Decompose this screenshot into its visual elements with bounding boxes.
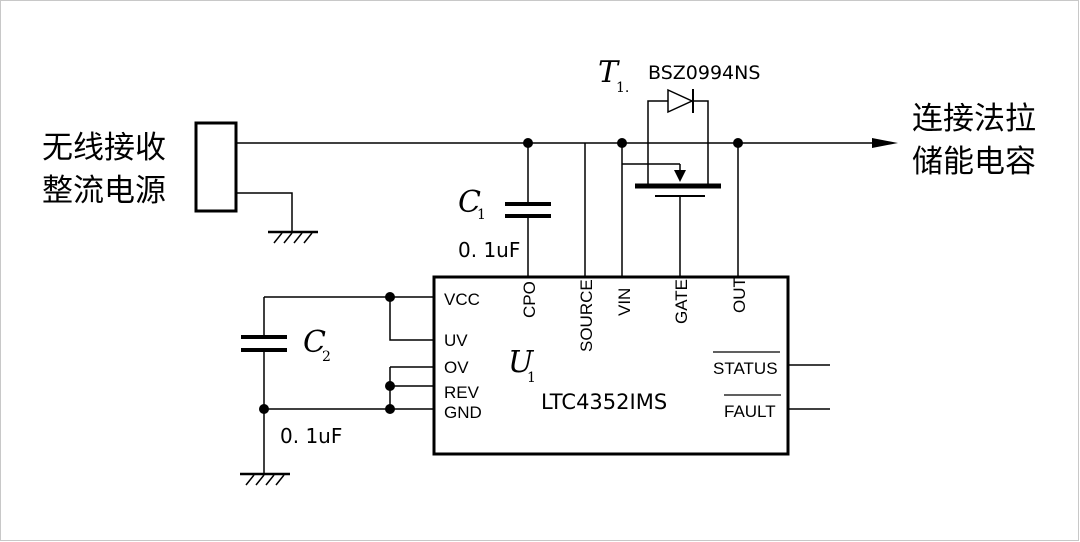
pin-rev-label: REV bbox=[444, 383, 480, 402]
junction-dot-rev bbox=[385, 381, 395, 391]
t1-part-number: BSZ0994NS bbox=[648, 62, 760, 84]
pin-cpo-label: CPO bbox=[520, 281, 539, 318]
pin-status-label: STATUS bbox=[713, 359, 778, 378]
u1-part-number: LTC4352IMS bbox=[541, 390, 667, 414]
pin-uv-label: UV bbox=[444, 331, 468, 350]
source-ground-symbol bbox=[236, 192, 318, 244]
junction-dot-gnd bbox=[385, 404, 395, 414]
pin-out-label: OUT bbox=[730, 277, 749, 313]
t1-subscript: 1. bbox=[616, 80, 629, 96]
c2-designator: C bbox=[303, 325, 326, 360]
capacitor-c2 bbox=[241, 297, 287, 474]
source-label-line1: 无线接收 bbox=[42, 130, 166, 166]
source-label-line2: 整流电源 bbox=[42, 173, 166, 209]
u1-designator: U bbox=[508, 345, 535, 380]
pin-fault-label: FAULT bbox=[724, 402, 776, 421]
output-arrow bbox=[872, 138, 898, 148]
mosfet-t1 bbox=[622, 88, 721, 197]
left-side-wiring bbox=[264, 296, 434, 410]
pin-vin-label: VIN bbox=[615, 288, 634, 316]
power-source-box bbox=[194, 121, 238, 213]
pin-source-label: SOURCE bbox=[577, 279, 596, 352]
pin-gate-label: GATE bbox=[672, 279, 691, 324]
pin-vcc-label: VCC bbox=[444, 290, 480, 309]
c2-subscript: 2 bbox=[322, 349, 331, 365]
c2-value: 0. 1uF bbox=[280, 424, 342, 448]
ic-ground-symbol bbox=[240, 472, 290, 486]
pin-gnd-label: GND bbox=[444, 403, 482, 422]
load-label-line2: 储能电容 bbox=[912, 144, 1036, 180]
u1-subscript: 1 bbox=[527, 370, 536, 386]
c1-value: 0. 1uF bbox=[458, 238, 520, 262]
c1-designator: C bbox=[458, 185, 481, 220]
junction-dot-vcc bbox=[385, 292, 395, 302]
capacitor-c1 bbox=[505, 143, 551, 277]
load-label-line1: 连接法拉 bbox=[912, 101, 1036, 137]
t1-designator: T bbox=[598, 55, 620, 90]
pin-ov-label: OV bbox=[444, 358, 469, 377]
c1-subscript: 1 bbox=[477, 207, 486, 223]
